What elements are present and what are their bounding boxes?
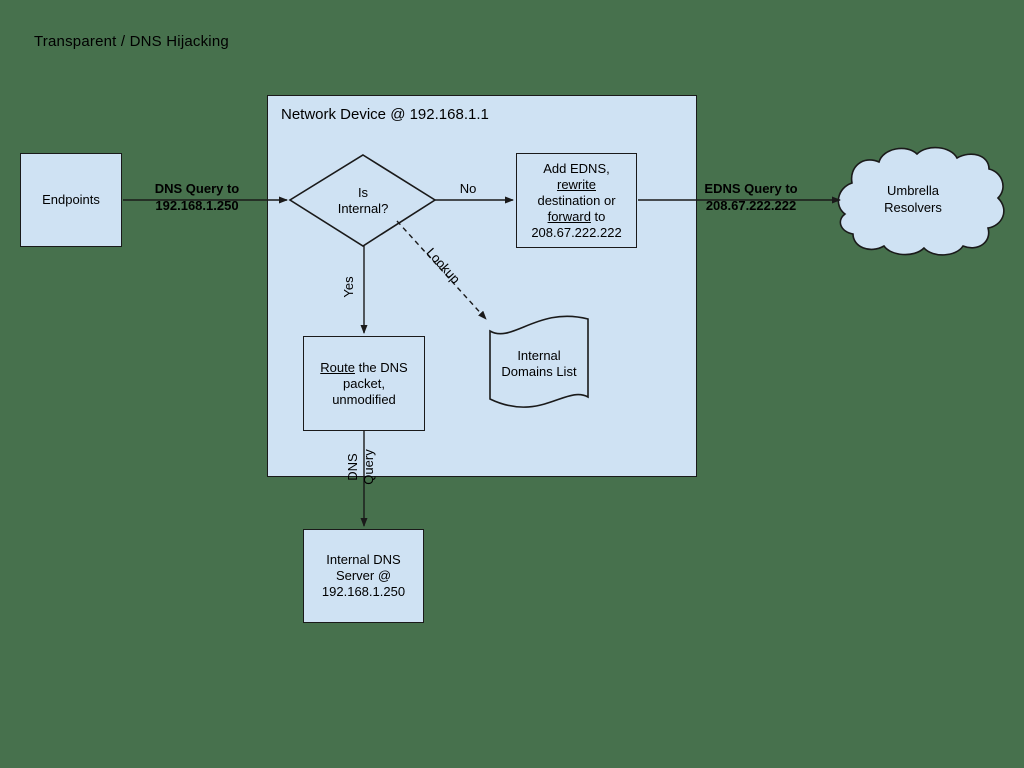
dns-query-vertical-label: DNS Query <box>345 449 376 485</box>
network-device-label: Network Device @ 192.168.1.1 <box>281 106 489 123</box>
route-line1: Route the DNS <box>320 359 408 375</box>
edns-query-edge-label: EDNS Query to 208.67.222.222 <box>704 181 798 213</box>
domains-list-label: Internal Domains List <box>501 348 577 379</box>
add-edns-box: Add EDNS, rewrite destination or forward… <box>516 153 637 248</box>
add-edns-line5: 208.67.222.222 <box>531 224 622 240</box>
internal-dns-line1: Internal DNS <box>326 552 401 567</box>
internal-dns-line3: 192.168.1.250 <box>321 584 406 599</box>
add-edns-line4: forward to <box>547 208 606 224</box>
add-edns-line1: Add EDNS, <box>543 160 610 176</box>
no-edge-label: No <box>459 181 477 196</box>
diagram-title: Transparent / DNS Hijacking <box>34 33 229 50</box>
endpoints-box: Endpoints <box>20 153 122 247</box>
route-box: Route the DNS packet, unmodified <box>303 336 425 431</box>
add-edns-line3: destination or <box>537 192 616 208</box>
add-edns-line2: rewrite <box>556 176 596 192</box>
endpoints-label: Endpoints <box>42 192 100 207</box>
decision-label: Is Internal? <box>337 185 389 216</box>
route-line3: unmodified <box>332 391 396 407</box>
cloud-label: Umbrella Resolvers <box>884 183 942 215</box>
internal-dns-line2: Server @ <box>335 568 392 583</box>
yes-edge-label: Yes <box>341 276 356 298</box>
internal-dns-server-box: Internal DNS Server @ 192.168.1.250 <box>303 529 424 623</box>
dns-query-edge-label: DNS Query to 192.168.1.250 <box>154 181 240 213</box>
route-line2: packet, <box>343 375 385 391</box>
